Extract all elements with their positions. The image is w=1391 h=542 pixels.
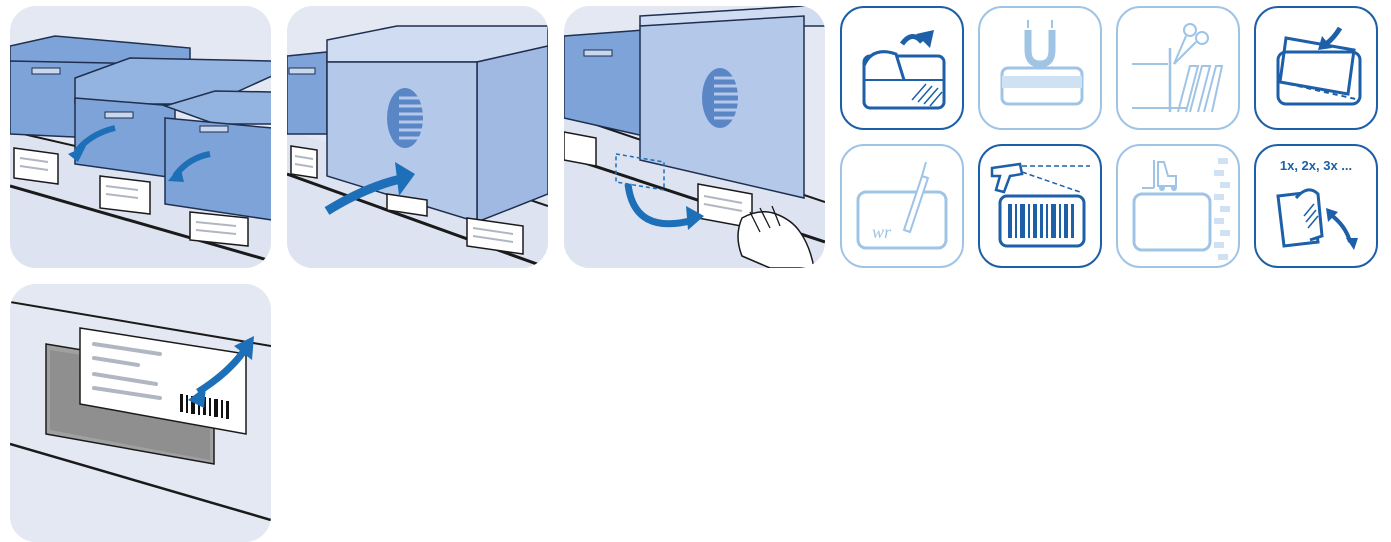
writable-tile: wr — [840, 144, 964, 268]
scene-label-press — [564, 6, 825, 268]
barcode-scannable-tile — [978, 144, 1102, 268]
scene-crates-shelf — [10, 6, 271, 268]
box-shelf-illustration — [287, 6, 548, 268]
label-pocket-illustration — [10, 284, 271, 542]
scene-label-pocket — [10, 284, 271, 542]
label-press-illustration — [564, 6, 825, 268]
forklift-resistant-tile — [1116, 144, 1240, 268]
writable-icon: wr — [842, 146, 962, 266]
reusable-tile: 1x, 2x, 3x ... — [1254, 144, 1378, 268]
insert-card-tile — [1254, 6, 1378, 130]
forklift-resistant-icon — [1118, 146, 1238, 266]
barcode-scannable-icon — [980, 146, 1100, 266]
peel-adhesive-icon — [842, 8, 962, 128]
peel-adhesive-tile — [840, 6, 964, 130]
magnetic-icon — [980, 8, 1100, 128]
magnetic-tile — [978, 6, 1102, 130]
reusable-caption: 1x, 2x, 3x ... — [1256, 158, 1376, 173]
cut-to-size-tile — [1116, 6, 1240, 130]
scene-box-shelf — [287, 6, 548, 268]
handwriting-text: wr — [872, 222, 892, 242]
crates-shelf-illustration — [10, 6, 271, 268]
cut-to-size-icon — [1118, 8, 1238, 128]
insert-card-icon — [1256, 8, 1376, 128]
